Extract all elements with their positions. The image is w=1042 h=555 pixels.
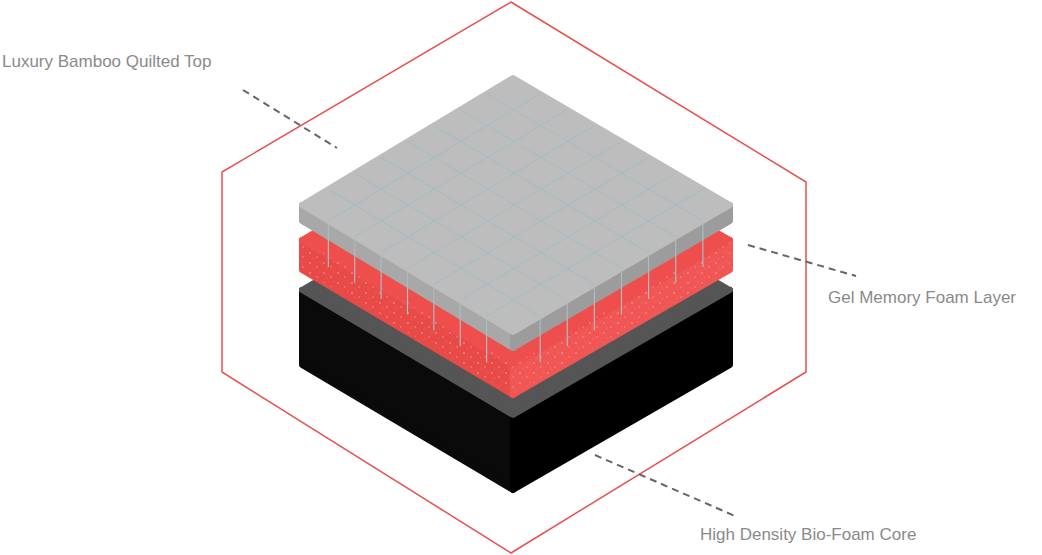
quilted-top-layer bbox=[302, 78, 730, 362]
mattress-layers bbox=[302, 78, 730, 490]
leader-line bbox=[595, 455, 735, 516]
layer-top bbox=[302, 78, 730, 332]
quilt-stitching bbox=[328, 94, 703, 362]
leader-line bbox=[243, 90, 337, 148]
part-label: High Density Bio-Foam Core bbox=[700, 525, 916, 545]
leader-line bbox=[748, 245, 856, 276]
hexagon-frame bbox=[222, 2, 806, 553]
part-label: Gel Memory Foam Layer bbox=[828, 288, 1016, 308]
part-label: Luxury Bamboo Quilted Top bbox=[2, 52, 211, 72]
